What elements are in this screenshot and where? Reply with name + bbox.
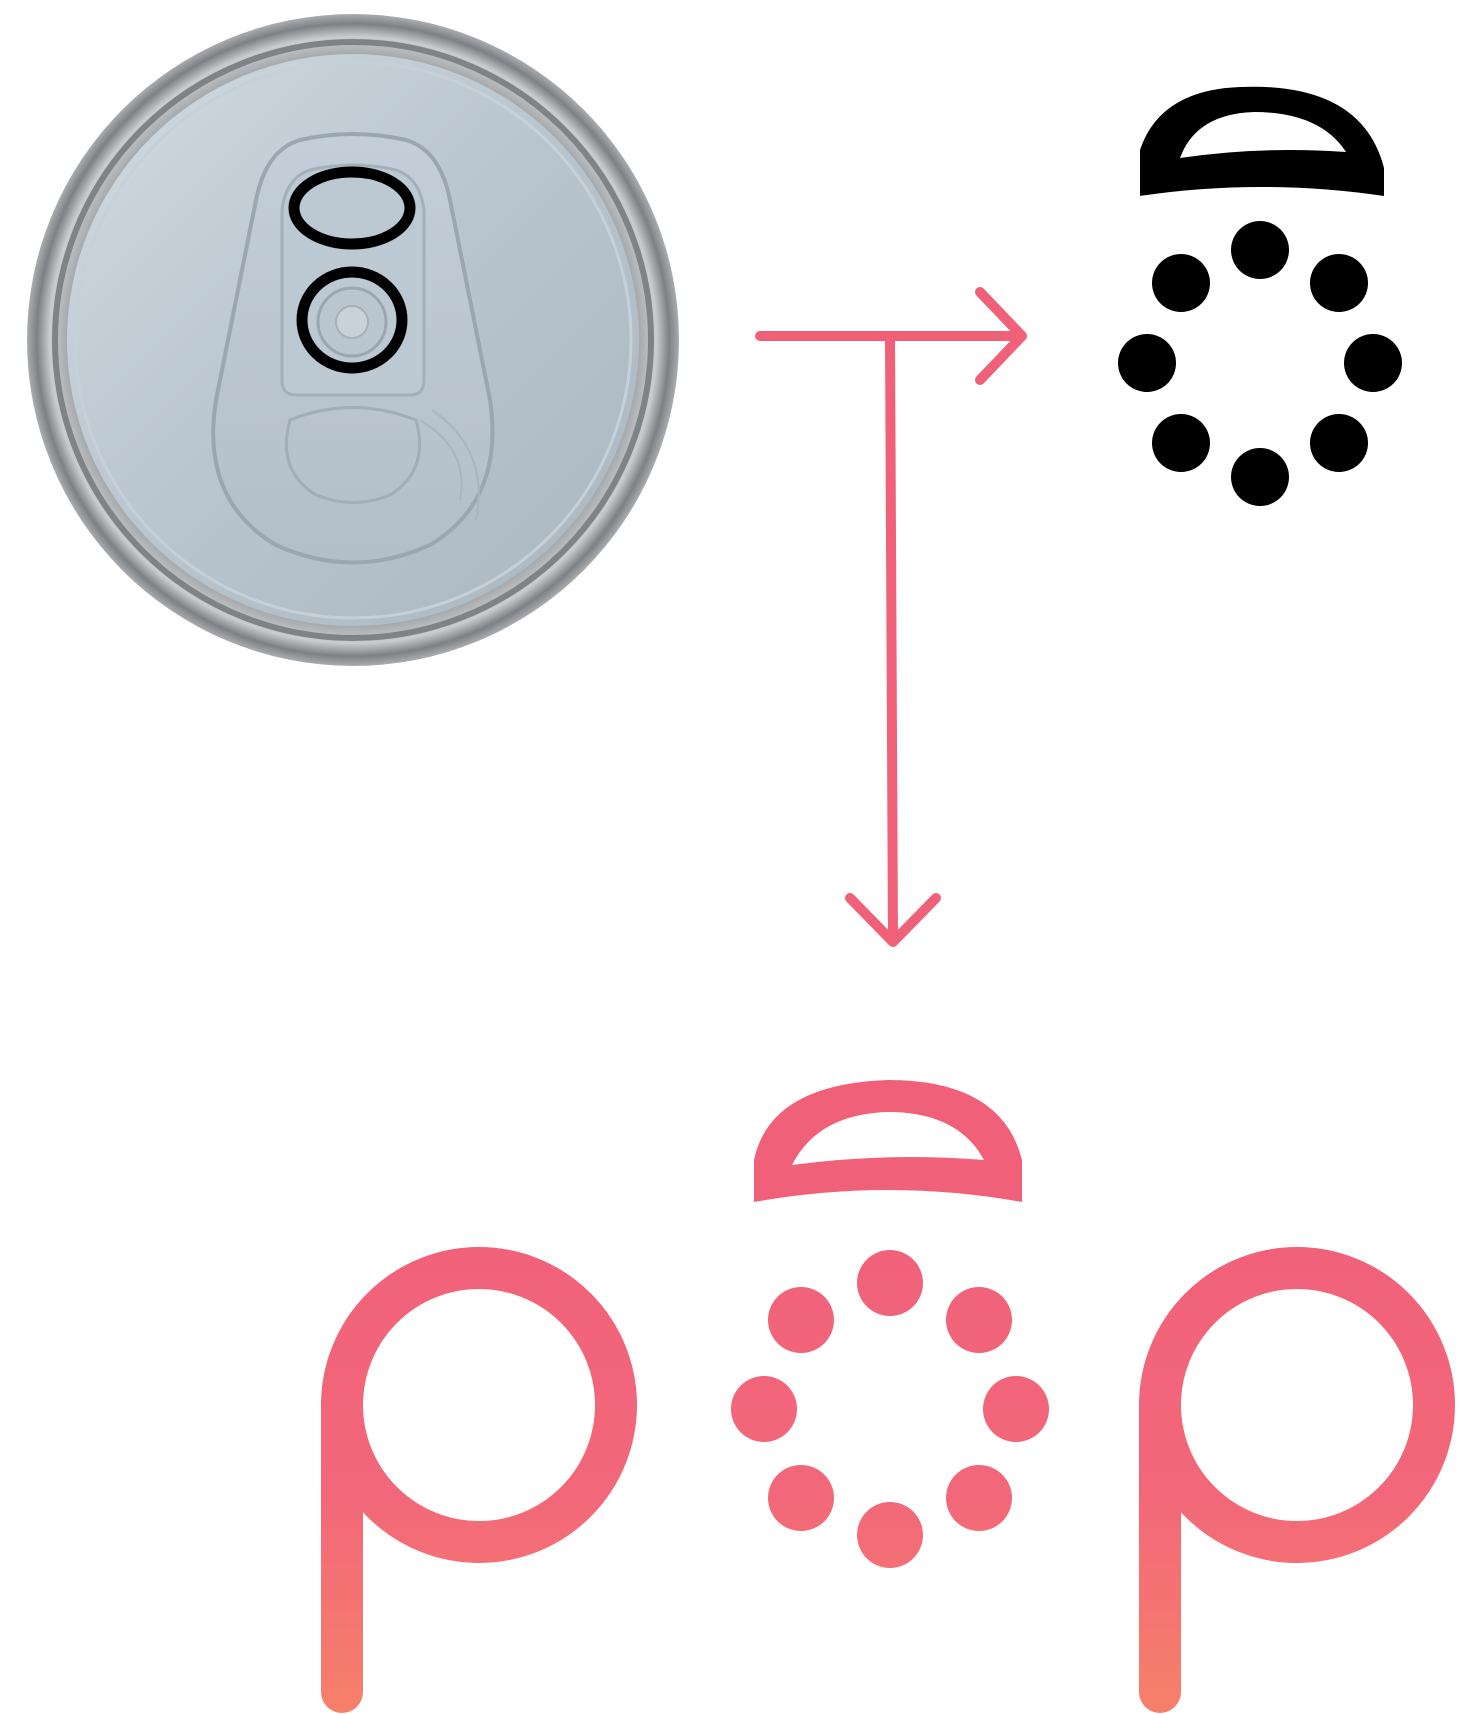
- lid-tab-icon: [1140, 87, 1384, 196]
- pop-o-tab: [754, 1080, 1022, 1202]
- pop-letter-p-second: [1160, 1268, 1434, 1692]
- pop-logo: [342, 1080, 1434, 1692]
- can-lid-photo: [27, 14, 679, 666]
- dots-ring-icon: [1118, 221, 1402, 506]
- pop-o-dots: [731, 1250, 1049, 1568]
- down-arrow-icon: [850, 336, 936, 942]
- pop-letter-p-first: [342, 1268, 616, 1692]
